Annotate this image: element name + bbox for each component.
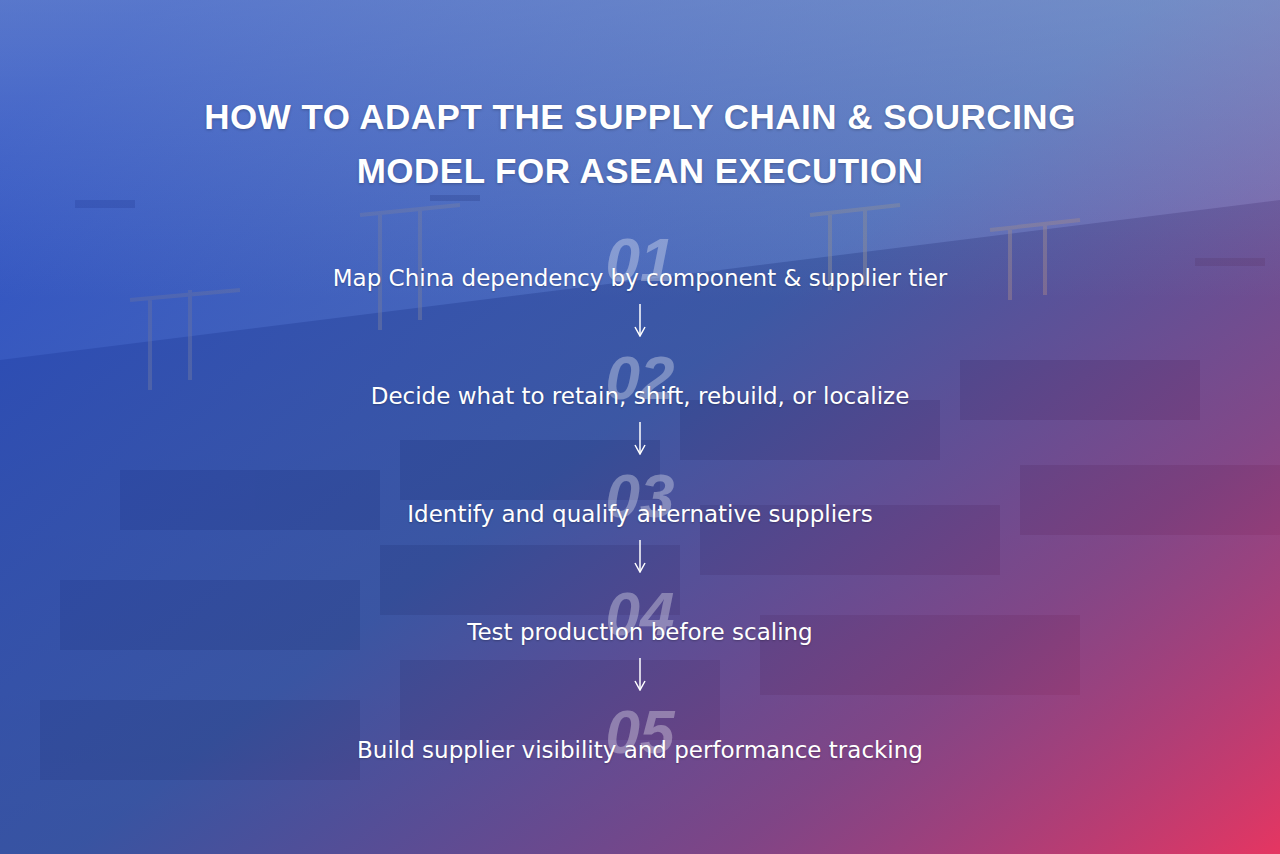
step-node: 02Decide what to retain, shift, rebuild,… (240, 348, 1040, 410)
step-node: 05Build supplier visibility and performa… (240, 702, 1040, 764)
flow-arrow (639, 540, 641, 572)
flow-arrow (639, 304, 641, 336)
step-node: 01Map China dependency by component & su… (240, 230, 1040, 292)
diagram-title: HOW TO ADAPT THE SUPPLY CHAIN & SOURCING… (150, 90, 1130, 198)
flow-arrow (639, 658, 641, 690)
flow-arrow (639, 422, 641, 454)
step-text: Build supplier visibility and performanc… (240, 736, 1040, 764)
step-node: 03Identify and qualify alternative suppl… (240, 466, 1040, 528)
step-node: 04Test production before scaling (240, 584, 1040, 646)
step-text: Test production before scaling (240, 618, 1040, 646)
step-text: Decide what to retain, shift, rebuild, o… (240, 382, 1040, 410)
step-text: Map China dependency by component & supp… (240, 264, 1040, 292)
step-text: Identify and qualify alternative supplie… (240, 500, 1040, 528)
